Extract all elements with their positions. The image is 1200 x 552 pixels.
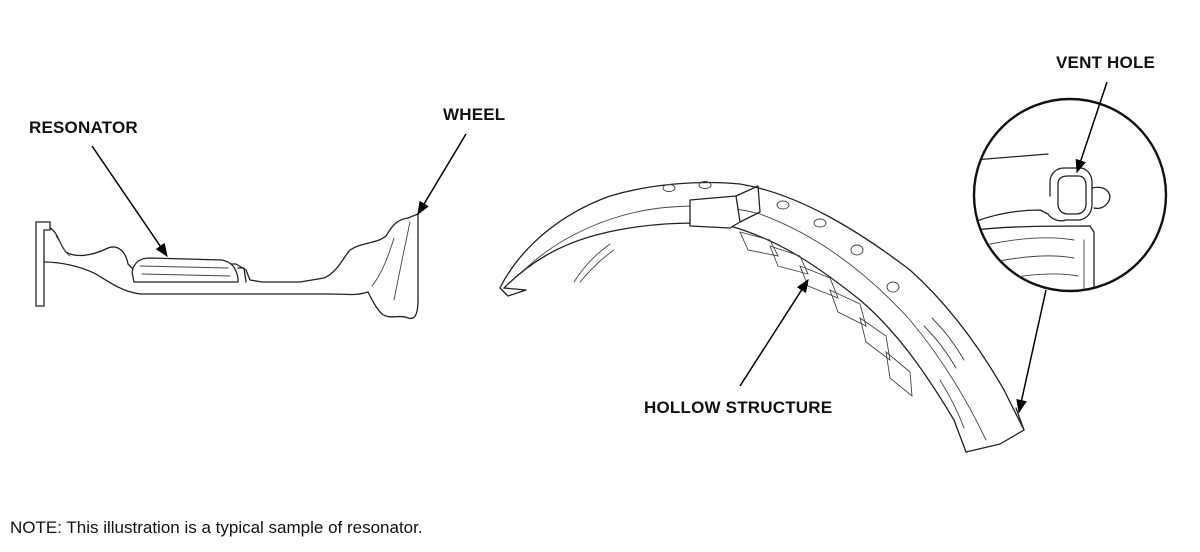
vent-hole-leader [1075,81,1108,174]
hollow-structure-leader [739,278,809,387]
wheel-leader [417,133,467,216]
hollow-structure-label: HOLLOW STRUCTURE [644,398,833,417]
resonator-label: RESONATOR [29,118,138,137]
vent-hole-magnifier [972,97,1168,293]
vent-hole-label: VENT HOLE [1056,53,1156,72]
magnifier-leader [1016,289,1047,414]
wheel-label: WHEEL [443,105,506,124]
wheel-cross-section [35,213,419,320]
note-text: NOTE: This illustration is a typical sam… [10,518,423,537]
resonator-leader [91,145,168,258]
